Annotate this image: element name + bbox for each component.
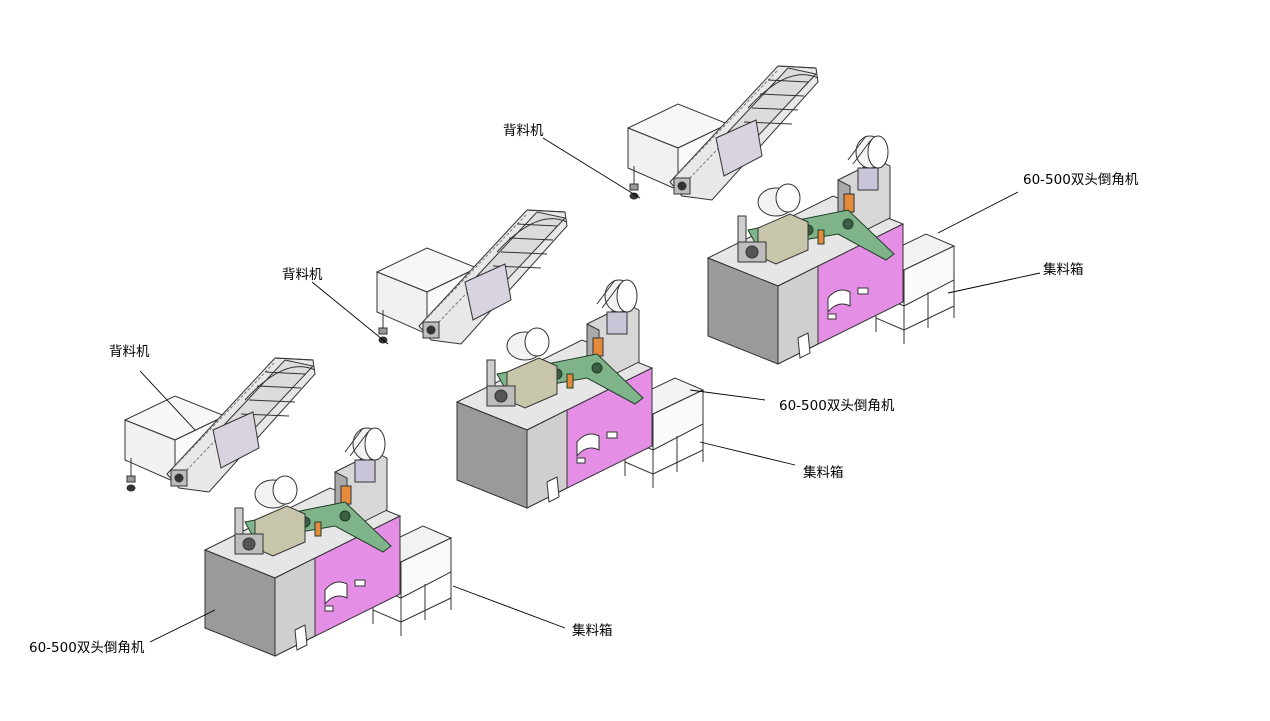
label-feeder-3: 背料机 xyxy=(503,123,544,139)
label-feeder-2: 背料机 xyxy=(282,267,323,283)
label-bin-3: 集料箱 xyxy=(1043,262,1084,278)
label-bin-2: 集料箱 xyxy=(803,465,844,481)
machine-unit-1 xyxy=(124,357,452,657)
label-machine-3: 60-500双头倒角机 xyxy=(1023,172,1139,188)
leader-bin-2 xyxy=(699,441,796,466)
leader-lines xyxy=(139,137,1041,643)
machine-unit-3 xyxy=(627,65,955,365)
leader-machine-2 xyxy=(689,389,766,401)
leader-machine-1 xyxy=(149,609,216,643)
label-machine-1: 60-500双头倒角机 xyxy=(29,640,145,656)
leader-feeder-2 xyxy=(311,281,389,345)
leader-bin-1 xyxy=(452,585,566,629)
label-feeder-1: 背料机 xyxy=(109,344,150,360)
machine-unit-2 xyxy=(376,209,704,509)
label-bin-1: 集料箱 xyxy=(572,623,613,639)
leader-feeder-3 xyxy=(542,137,641,199)
leader-bin-3 xyxy=(947,272,1041,294)
label-machine-2: 60-500双头倒角机 xyxy=(779,398,895,414)
leader-feeder-1 xyxy=(139,370,196,431)
leader-machine-3 xyxy=(937,191,1019,234)
